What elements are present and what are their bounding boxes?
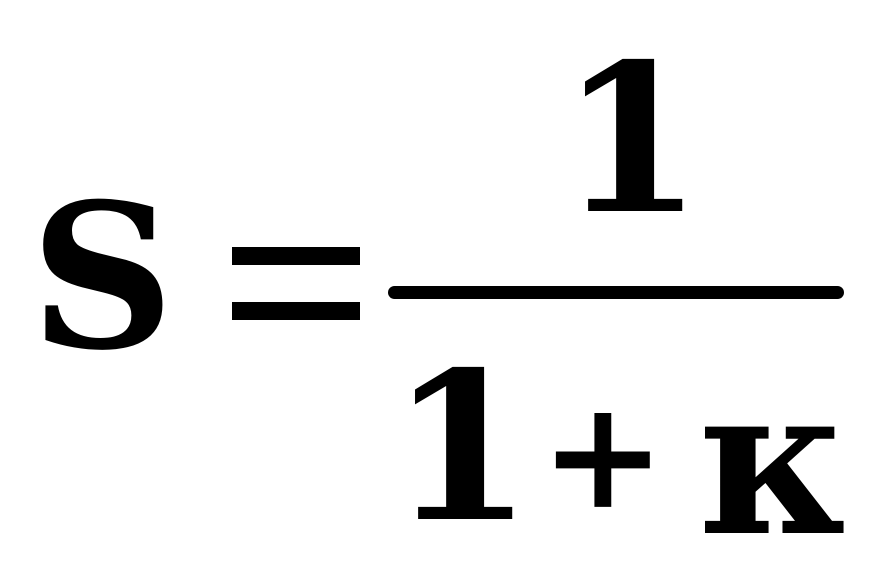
formula: S 1 1 + к bbox=[30, 20, 847, 582]
equals-bar-top bbox=[232, 247, 360, 265]
formula-lhs-variable: S bbox=[30, 160, 175, 395]
equals-bar-bottom bbox=[232, 302, 360, 320]
fraction-numerator: 1 bbox=[560, 20, 703, 260]
denominator-plus: + bbox=[540, 367, 666, 543]
fraction-bar bbox=[388, 286, 844, 299]
denominator-one: 1 bbox=[390, 328, 533, 568]
denominator-variable: к bbox=[698, 342, 847, 582]
